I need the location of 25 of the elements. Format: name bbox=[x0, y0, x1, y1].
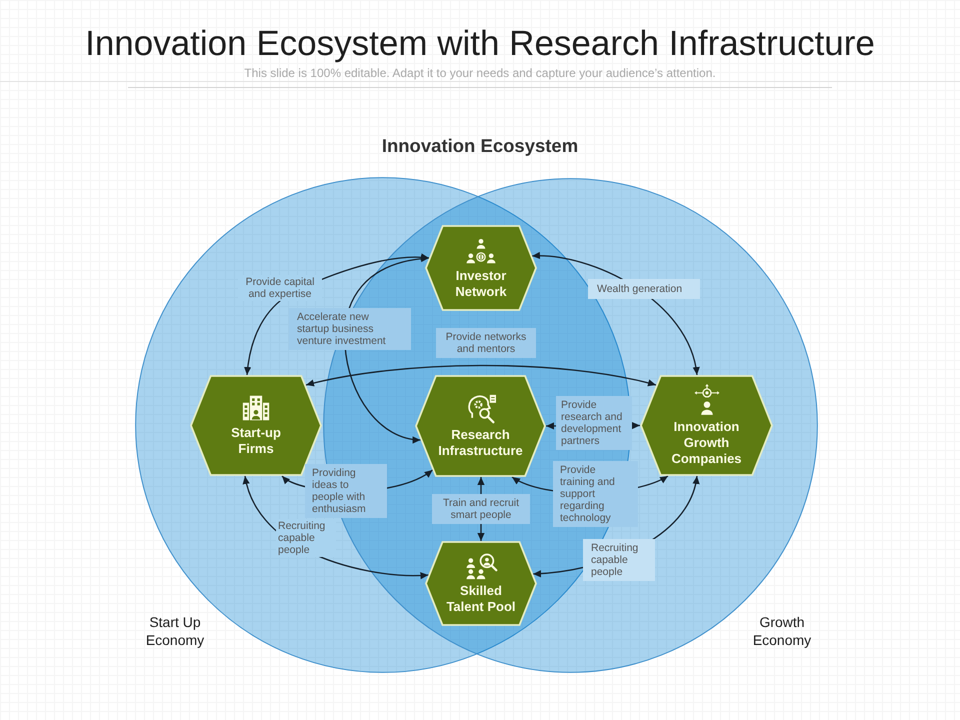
edge-label: Providing ideas to people with enthusiasm bbox=[305, 464, 387, 518]
edge-label: Recruiting capable people bbox=[276, 519, 336, 557]
node-label: Innovation Growth Companies bbox=[670, 419, 743, 467]
hexagon-node bbox=[425, 225, 537, 311]
hexagon-node bbox=[640, 375, 773, 476]
edge-label: Accelerate new startup business venture investment bbox=[289, 308, 411, 350]
edge-label: Provide networks and mentors bbox=[436, 328, 536, 358]
hexagon-node bbox=[415, 375, 546, 477]
edge-label: Provide research and development partners bbox=[556, 396, 632, 450]
edge-label: Provide capital and expertise bbox=[238, 275, 322, 301]
edge-label: Train and recruit smart people bbox=[432, 494, 530, 524]
node-label: Research Infrastructure bbox=[437, 426, 524, 458]
node-label: Skilled Talent Pool bbox=[445, 583, 517, 615]
region-label: Start Up Economy bbox=[144, 613, 206, 649]
node-label: Investor Network bbox=[454, 268, 508, 300]
edge-label: Recruiting capable people bbox=[583, 539, 655, 581]
hexagon-node bbox=[425, 541, 537, 626]
slide-title: Innovation Ecosystem with Research Infrastructure bbox=[85, 24, 875, 64]
edge-label: Wealth generation bbox=[588, 279, 700, 299]
edge-label: Provide training and support regarding technology bbox=[553, 461, 638, 527]
region-label: Growth Economy bbox=[752, 613, 812, 649]
connector-arrow bbox=[306, 364, 656, 387]
node-label: Start-up Firms bbox=[230, 425, 282, 457]
diagram-heading: Innovation Ecosystem bbox=[382, 135, 578, 157]
subtitle: This slide is 100% editable. Adapt it to your needs and capture your audience’s attention. bbox=[244, 66, 716, 80]
